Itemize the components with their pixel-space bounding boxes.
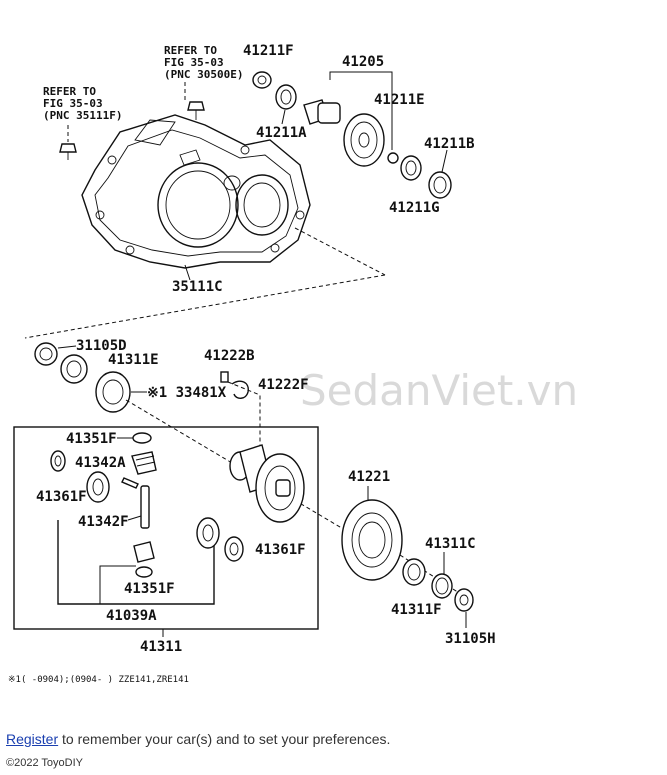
label-41222f[interactable]: 41222F bbox=[258, 377, 309, 393]
pin-small bbox=[121, 477, 139, 489]
register-link[interactable]: Register bbox=[6, 731, 59, 747]
ref-note-35111f-line3: (PNC 35111F) bbox=[43, 109, 122, 122]
shim-41311c[interactable] bbox=[431, 573, 453, 599]
shim-41211e[interactable] bbox=[387, 152, 399, 164]
counter-gear-41205[interactable] bbox=[303, 99, 385, 167]
pinion-gear-lower[interactable] bbox=[133, 541, 155, 563]
label-41311c[interactable]: 41311C bbox=[425, 536, 476, 552]
label-41211b[interactable]: 41211B bbox=[424, 136, 475, 152]
subassembly-box-41311 bbox=[13, 426, 319, 630]
copyright-text: ©2022 ToyoDIY bbox=[6, 757, 84, 769]
thrust-washer-41351f-bottom[interactable] bbox=[135, 566, 153, 578]
label-41361f-right[interactable]: 41361F bbox=[255, 542, 306, 558]
label-41351f-bottom[interactable]: 41351F bbox=[124, 581, 175, 597]
label-41211f-top[interactable]: 41211F bbox=[243, 43, 294, 59]
label-31105d[interactable]: 31105D bbox=[76, 338, 127, 354]
bearing-race-41211g[interactable] bbox=[400, 155, 422, 181]
differential-case[interactable] bbox=[229, 444, 305, 523]
label-41211e[interactable]: 41211E bbox=[374, 92, 425, 108]
label-33481x[interactable]: ※1 33481X bbox=[147, 385, 227, 401]
ref-note-35111f-line2: FIG 35-03 bbox=[43, 97, 103, 110]
ref-note-35111f-line1: REFER TO bbox=[43, 85, 96, 98]
transaxle-housing-35111c[interactable] bbox=[81, 114, 311, 269]
bearing-41311e[interactable] bbox=[60, 354, 88, 384]
side-gear-right[interactable] bbox=[196, 517, 220, 549]
footnote-applicability: ※1( -0904);(0904- ) ZZE141,ZRE141 bbox=[8, 675, 189, 685]
label-41221[interactable]: 41221 bbox=[348, 469, 390, 485]
label-41039a[interactable]: 41039A bbox=[106, 608, 157, 624]
label-41205[interactable]: 41205 bbox=[342, 54, 384, 70]
parts-diagram: SedanViet.vn 35111C REFER TO FIG 35-03 (… bbox=[8, 43, 578, 685]
side-gear-left[interactable] bbox=[86, 471, 110, 503]
bolt-left bbox=[59, 143, 77, 160]
ref-note-30500e-line3: (PNC 30500E) bbox=[164, 68, 243, 81]
side-gear-washer-41361f-right[interactable] bbox=[224, 536, 244, 562]
register-notice-text: to remember your car(s) and to set your … bbox=[58, 731, 391, 747]
label-41342f[interactable]: 41342F bbox=[78, 514, 129, 530]
ref-note-30500e-line1: REFER TO bbox=[164, 44, 217, 57]
pinion-gear-41342a[interactable] bbox=[131, 451, 157, 475]
label-41222b[interactable]: 41222B bbox=[204, 348, 255, 364]
label-41211a[interactable]: 41211A bbox=[256, 125, 307, 141]
pinion-shaft-41342f[interactable] bbox=[140, 485, 150, 529]
label-41351f-top[interactable]: 41351F bbox=[66, 431, 117, 447]
label-41211g[interactable]: 41211G bbox=[389, 200, 440, 216]
bearing-41211b[interactable] bbox=[428, 171, 452, 199]
oil-seal-31105h[interactable] bbox=[454, 588, 474, 612]
side-gear-washer-41361f-left[interactable] bbox=[50, 450, 66, 472]
ref-note-30500e-line2: FIG 35-03 bbox=[164, 56, 224, 69]
label-41311e[interactable]: 41311E bbox=[108, 352, 159, 368]
clip-41222f[interactable] bbox=[231, 380, 249, 399]
oil-seal-41211f[interactable] bbox=[252, 71, 272, 89]
label-31105h[interactable]: 31105H bbox=[445, 631, 496, 647]
pin-41222b[interactable] bbox=[220, 371, 229, 383]
bearing-41311f[interactable] bbox=[402, 558, 426, 586]
label-41311f[interactable]: 41311F bbox=[391, 602, 442, 618]
bearing-41211a[interactable] bbox=[275, 84, 297, 110]
label-41361f-left[interactable]: 41361F bbox=[36, 489, 87, 505]
bolt-top bbox=[187, 101, 205, 120]
seal-33481x[interactable] bbox=[95, 371, 131, 413]
label-41311[interactable]: 41311 bbox=[140, 639, 182, 655]
register-notice: Register to remember your car(s) and to … bbox=[6, 731, 390, 747]
thrust-washer-41351f-top[interactable] bbox=[132, 432, 152, 444]
label-41342a[interactable]: 41342A bbox=[75, 455, 126, 471]
watermark: SedanViet.vn bbox=[300, 366, 578, 415]
ring-gear-41221[interactable] bbox=[341, 499, 403, 581]
label-35111c[interactable]: 35111C bbox=[172, 279, 223, 295]
oil-seal-31105d[interactable] bbox=[34, 342, 58, 366]
